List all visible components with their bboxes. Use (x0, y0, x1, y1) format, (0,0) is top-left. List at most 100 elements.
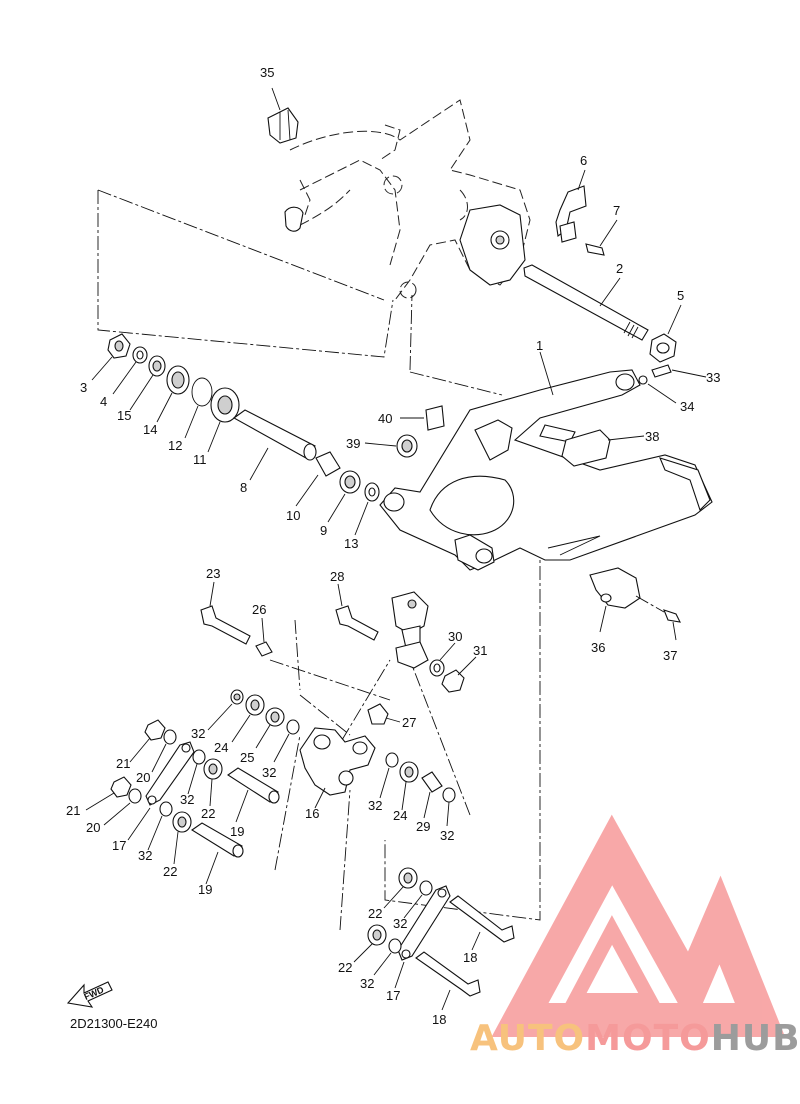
callout-32g: 32 (393, 916, 407, 931)
fwd-arrow-icon: FWD (66, 981, 113, 1008)
part-32-oil-seal-d (147, 801, 173, 851)
part-6-bracket (555, 169, 587, 243)
callout-31: 31 (473, 643, 487, 658)
callout-33: 33 (706, 370, 720, 385)
callout-22c: 22 (368, 906, 382, 921)
part-32-oil-seal-c (187, 749, 206, 795)
part-3-nut (91, 333, 131, 381)
part-24-bearing-a (231, 694, 265, 743)
callout-32c: 32 (180, 792, 194, 807)
callout-3: 3 (80, 380, 87, 395)
part-21-nut-b (85, 776, 132, 811)
callout-36: 36 (591, 640, 605, 655)
part-29-collar (421, 771, 443, 819)
part-18-bolt-a (449, 895, 515, 951)
callout-4: 4 (100, 394, 107, 409)
callout-30: 30 (448, 629, 462, 644)
part-32-oil-seal-g (403, 880, 433, 919)
part-37-bolt (635, 595, 681, 641)
callout-24b: 24 (393, 808, 407, 823)
assembly-guide-lines (97, 189, 541, 931)
callout-32d: 32 (368, 798, 382, 813)
part-30-washer (429, 642, 456, 677)
callout-32f: 32 (138, 848, 152, 863)
part-20-washer-a (151, 729, 177, 773)
callout-9: 9 (320, 523, 327, 538)
callout-21a: 21 (116, 756, 130, 771)
callout-2: 2 (616, 261, 623, 276)
part-38-chain-guard (561, 429, 645, 467)
part-5-nut (649, 304, 682, 363)
part-10-bushing (295, 451, 341, 507)
callout-23: 23 (206, 566, 220, 581)
callout-15: 15 (117, 408, 131, 423)
callout-22b: 22 (163, 864, 177, 879)
part-15-collar (129, 355, 166, 411)
callout-24a: 24 (214, 740, 228, 755)
callout-10: 10 (286, 508, 300, 523)
part-27-collar (367, 703, 401, 725)
callout-17b: 17 (386, 988, 400, 1003)
part-7-bolt (585, 219, 618, 256)
part-8-pivot-collar (232, 409, 317, 481)
diagram-code: 2D21300-E240 (70, 1016, 158, 1031)
callout-38: 38 (645, 429, 659, 444)
part-22-bearing-a (203, 758, 223, 807)
part-22-bearing-c (383, 867, 418, 909)
callout-19a: 19 (230, 824, 244, 839)
part-33-bolt (651, 364, 707, 378)
part-23-bolt (200, 581, 251, 645)
callout-20b: 20 (86, 820, 100, 835)
part-12-circlip (184, 377, 213, 439)
brand-watermark-text: AUTOMOTOHUB (470, 1018, 800, 1059)
part-19-collar-b (191, 822, 244, 885)
callout-32e: 32 (440, 828, 454, 843)
callout-1: 1 (536, 338, 543, 353)
brand-part-auto: AUTO (470, 1018, 586, 1059)
callout-22d: 22 (338, 960, 352, 975)
frame-phantom-outline (284, 99, 531, 301)
part-32-oil-seal-f (442, 787, 456, 827)
brand-part-hub: HUB (710, 1018, 800, 1059)
part-22-bearing-d (353, 924, 387, 963)
callout-29: 29 (416, 819, 430, 834)
part-4-washer (112, 346, 148, 395)
callout-12: 12 (168, 438, 182, 453)
part-31-nut (441, 656, 477, 693)
part-21-nut-a (129, 719, 166, 763)
callout-numbers: 35 6 7 2 5 1 33 34 40 38 39 3 4 15 14 12… (66, 65, 720, 1027)
part-14-oil-seal (156, 365, 190, 423)
callout-7: 7 (613, 203, 620, 218)
part-13-thrust-cover (354, 482, 380, 536)
callout-17a: 17 (112, 838, 126, 853)
callout-28: 28 (330, 569, 344, 584)
callout-37: 37 (663, 648, 677, 663)
part-16-relay-arm (299, 727, 376, 809)
callout-13: 13 (344, 536, 358, 551)
callout-6: 6 (580, 153, 587, 168)
part-32-oil-seal-e (379, 752, 399, 799)
callout-32a: 32 (191, 726, 205, 741)
callout-22a: 22 (201, 806, 215, 821)
part-9-bearing (327, 470, 361, 523)
part-26-collar (255, 617, 273, 657)
part-36-guard (589, 567, 641, 633)
callout-18b: 18 (432, 1012, 446, 1027)
part-19-collar-a (227, 767, 280, 823)
watermark-logo (491, 814, 786, 1037)
callout-20a: 20 (136, 770, 150, 785)
callout-19b: 19 (198, 882, 212, 897)
part-2-pivot-shaft (523, 264, 649, 341)
callout-25: 25 (240, 750, 254, 765)
callout-21b: 21 (66, 803, 80, 818)
callout-16: 16 (305, 806, 319, 821)
part-11-bearing (207, 387, 240, 453)
callout-26: 26 (252, 602, 266, 617)
part-32-oil-seal-h (373, 938, 402, 976)
part-28-bolt (335, 583, 379, 641)
part-35-cap (267, 87, 299, 144)
part-17-link-a (127, 741, 195, 841)
part-40-label-plate (400, 405, 445, 431)
part-25-bushing (255, 707, 285, 749)
